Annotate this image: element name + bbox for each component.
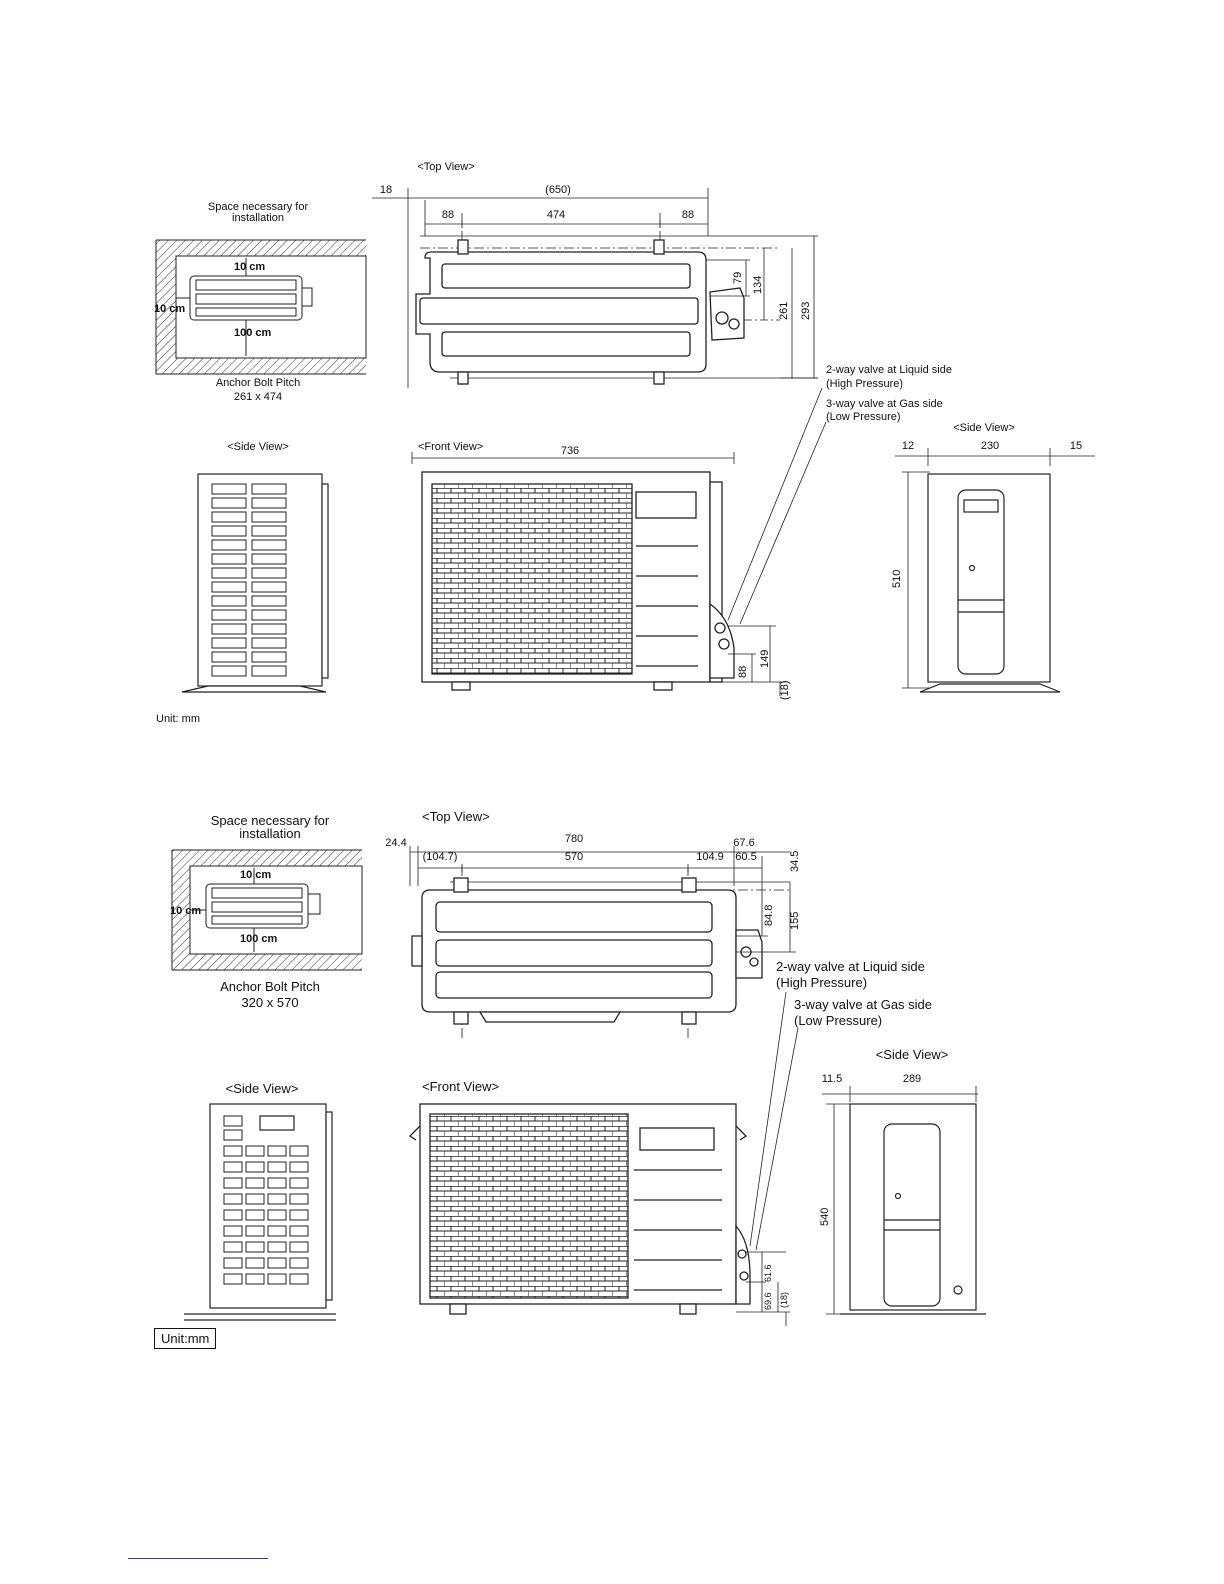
side-view-right-1 [895, 448, 1095, 693]
dim-67-6-2: 67.6 [733, 837, 755, 849]
diagram-2-drawing [171, 846, 986, 1326]
valve-liquid-2: 2-way valve at Liquid side [776, 959, 925, 974]
dim-84-8-2: 84.8 [763, 904, 775, 926]
front-view-dimensions-1 [722, 625, 786, 696]
valve-gas-1: 3-way valve at Gas side [826, 398, 943, 410]
top-view-title-2: <Top View> [422, 809, 490, 824]
front-view-title-2: <Front View> [422, 1079, 500, 1094]
dim-570-2: 570 [564, 851, 584, 863]
diagram-1: <Top View> 18 (650) 88 474 88 79 134 261… [150, 148, 1100, 746]
dim-34-5-2: 34.5 [789, 850, 801, 872]
space-left-2: 10 cm [170, 905, 202, 917]
dim-overall-1: (650) [545, 184, 571, 196]
dim-24-4-2: 24.4 [385, 837, 407, 849]
dim-mid-1: 474 [546, 209, 566, 221]
space-left-1: 10 cm [154, 303, 186, 315]
top-view-dimensions-2 [410, 851, 796, 953]
valve-leaders-1 [727, 387, 827, 625]
top-view-unit-2 [409, 846, 790, 1038]
unit-label-2: Unit:mm [154, 1328, 217, 1349]
front-view-unit-2 [408, 1103, 751, 1315]
dim-69-6-2: 69.6 [763, 1292, 773, 1310]
side-view-left-title-1: <Side View> [227, 441, 289, 453]
space-top-2: 10 cm [240, 869, 272, 881]
dim-left-1: 88 [441, 209, 455, 221]
valve-liquid-pressure-1: (High Pressure) [826, 378, 904, 390]
anchor-label-1: Anchor Bolt Pitch [215, 377, 301, 389]
valve-leaders-2 [749, 991, 799, 1251]
dim-61-6-2: 61.6 [763, 1264, 773, 1282]
dim-293-1: 293 [800, 301, 812, 320]
anchor-value-1: 261 x 474 [233, 391, 283, 403]
dim-104-9-2: 104.9 [696, 851, 724, 863]
valve-gas-pressure-1: (Low Pressure) [826, 411, 901, 423]
valve-gas-pressure-2: (Low Pressure) [794, 1013, 883, 1028]
dim-230-1: 230 [980, 440, 1000, 452]
valve-gas-2: 3-way valve at Gas side [794, 997, 933, 1012]
dim-88-front-1: 88 [737, 665, 749, 678]
dim-60-5-2: 60.5 [735, 851, 757, 863]
unit-label-1: Unit: mm [156, 713, 200, 725]
dim-289-2: 289 [902, 1073, 922, 1085]
dim-134-1: 134 [752, 275, 764, 294]
dim-12-1: 12 [901, 440, 915, 452]
top-view-title-1: <Top View> [417, 161, 475, 173]
dim-15-1: 15 [1069, 440, 1083, 452]
space-top-1: 10 cm [234, 261, 266, 273]
dim-18-2: (18) [779, 1291, 789, 1308]
space-title-2: Space necessary for installation [210, 813, 330, 841]
dim-510-1: 510 [891, 569, 903, 588]
dim-18-front-1: (18) [779, 680, 791, 700]
dim-780-2: 780 [564, 833, 584, 845]
dim-left-offset-1: 18 [379, 184, 393, 196]
space-bottom-2: 100 cm [240, 933, 278, 945]
dim-149-1: 149 [759, 649, 771, 668]
space-diagram-1 [155, 239, 367, 375]
side-view-left-title-2: <Side View> [225, 1081, 299, 1096]
side-view-left-1 [181, 473, 329, 693]
anchor-label-2: Anchor Bolt Pitch [220, 979, 320, 994]
dim-104-7-2: (104.7) [422, 851, 458, 863]
space-diagram-2 [171, 849, 363, 971]
dim-right-1: 88 [681, 209, 695, 221]
top-view-dimensions-1 [372, 197, 818, 379]
dim-155-2: 155 [789, 911, 801, 930]
valve-liquid-1: 2-way valve at Liquid side [826, 364, 952, 376]
space-title-1: Space necessary for installation [207, 201, 309, 224]
front-view-title-1: <Front View> [418, 441, 484, 453]
front-view-dimensions-2 [736, 1251, 790, 1326]
dim-261-1: 261 [778, 301, 790, 320]
diagram-1-drawing [155, 188, 1095, 696]
footer-line [128, 1558, 268, 1559]
side-view-right-title-1: <Side View> [953, 422, 1015, 434]
top-view-unit-1 [407, 188, 818, 388]
front-view-unit-1 [411, 452, 735, 691]
dim-11-5-2: 11.5 [821, 1073, 843, 1085]
diagram-2: Space necessary for installation 10 cm 1… [150, 806, 1000, 1352]
dim-540-2: 540 [819, 1207, 831, 1226]
space-bottom-1: 100 cm [234, 327, 272, 339]
side-view-left-2 [184, 1103, 336, 1321]
anchor-value-2: 320 x 570 [241, 995, 299, 1010]
valve-liquid-pressure-2: (High Pressure) [776, 975, 868, 990]
side-view-right-title-2: <Side View> [875, 1047, 949, 1062]
side-view-right-2 [822, 1086, 986, 1315]
dim-79-1: 79 [732, 271, 744, 284]
front-width-1: 736 [560, 445, 580, 457]
